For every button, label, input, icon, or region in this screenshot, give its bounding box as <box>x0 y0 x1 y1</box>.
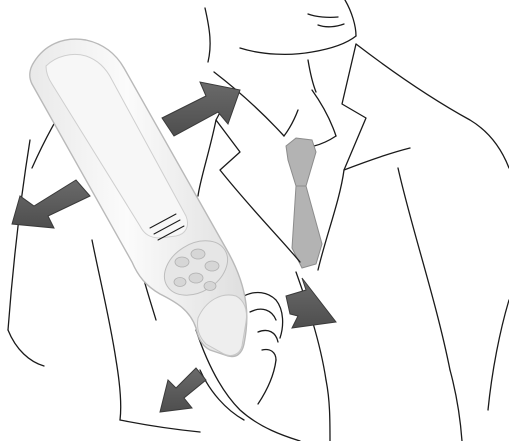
keypad-button-2 <box>191 249 205 259</box>
arrow-shoulder-left <box>12 180 90 228</box>
keypad-button-1 <box>175 257 189 267</box>
keypad-button-6 <box>174 278 186 287</box>
arrow-chest <box>286 278 336 328</box>
arrow-lower-left <box>160 368 206 412</box>
arrow-shoulder-right <box>162 82 240 136</box>
keypad-button-3 <box>205 261 219 271</box>
face-and-neck <box>205 0 356 92</box>
keypad-button-5 <box>204 282 216 291</box>
keypad-button-4 <box>189 273 203 283</box>
necktie <box>286 138 322 268</box>
